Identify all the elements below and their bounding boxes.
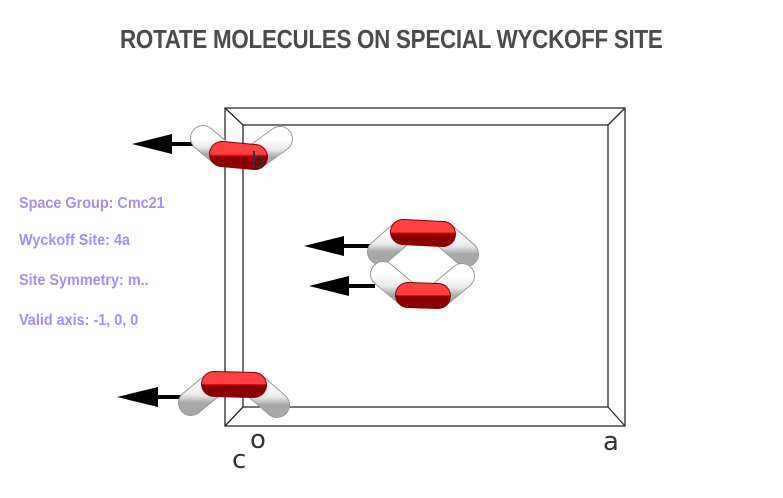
page-title: ROTATE MOLECULES ON SPECIAL WYCKOFF SITE [120,24,663,54]
axis-label-c: c [232,445,246,475]
water-molecule-center-lower [370,261,475,309]
site-symmetry-label: Site Symmetry: m.. [19,272,149,289]
axis-label-origin: o [250,425,266,455]
axis-label-a: a [603,427,619,457]
rotation-arrows [117,134,375,407]
wyckoff-site-label: Wyckoff Site: 4a [19,232,130,249]
unit-cell-box [224,107,626,427]
arrow-center-lower [309,276,375,296]
water-molecule-center-upper [367,219,479,267]
valid-axis-label: Valid axis: -1, 0, 0 [19,312,139,329]
axis-label-b: b [251,149,265,174]
water-molecule-bottom-left [178,371,290,418]
arrow-center-upper [304,236,372,256]
space-group-label: Space Group: Cmc21 [19,195,165,212]
water-molecule-top-left [190,125,293,170]
